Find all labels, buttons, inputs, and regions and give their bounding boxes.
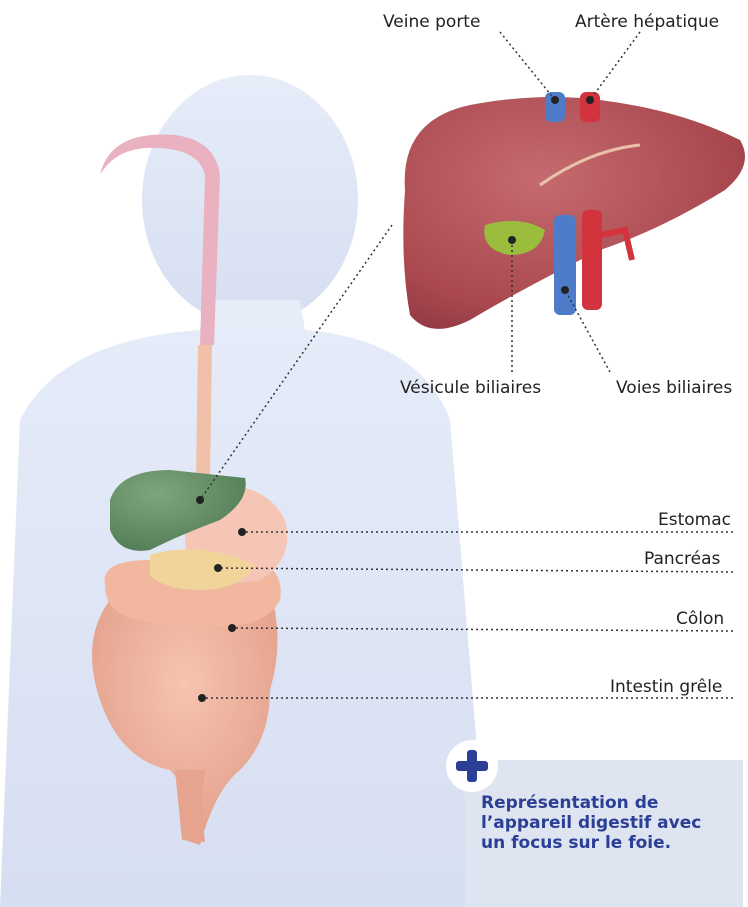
- leader-artere-hepatique-dot: [586, 96, 594, 104]
- plus-badge: [446, 740, 498, 792]
- leader-colon-dot: [228, 624, 236, 632]
- label-colon: Côlon: [676, 609, 724, 629]
- leader-voies-biliaires-dot: [561, 286, 569, 294]
- leader-pancreas-dot: [214, 564, 222, 572]
- label-voies-biliaires: Voies biliaires: [616, 378, 732, 398]
- plus-icon: [446, 740, 498, 792]
- leader-intestin-dot: [198, 694, 206, 702]
- liver-detail: [403, 92, 745, 329]
- leader-vesicule-dot: [508, 236, 516, 244]
- caption-text: Représentation de l’appareil digestif av…: [481, 793, 711, 853]
- label-estomac: Estomac: [658, 510, 731, 530]
- leader-veine-porte: [500, 32, 555, 100]
- leader-estomac-dot: [238, 528, 246, 536]
- label-veine-porte: Veine porte: [383, 12, 480, 32]
- leader-artere-hepatique: [590, 32, 640, 100]
- leader-liver-zoom-dot: [196, 496, 204, 504]
- label-artere-hepatique: Artère hépatique: [575, 12, 719, 32]
- caption-box: Représentation de l’appareil digestif av…: [465, 760, 743, 907]
- leader-veine-porte-dot: [551, 96, 559, 104]
- label-vesicule: Vésicule biliaires: [400, 378, 541, 398]
- label-pancreas: Pancréas: [644, 549, 720, 569]
- label-intestin: Intestin grêle: [610, 677, 722, 697]
